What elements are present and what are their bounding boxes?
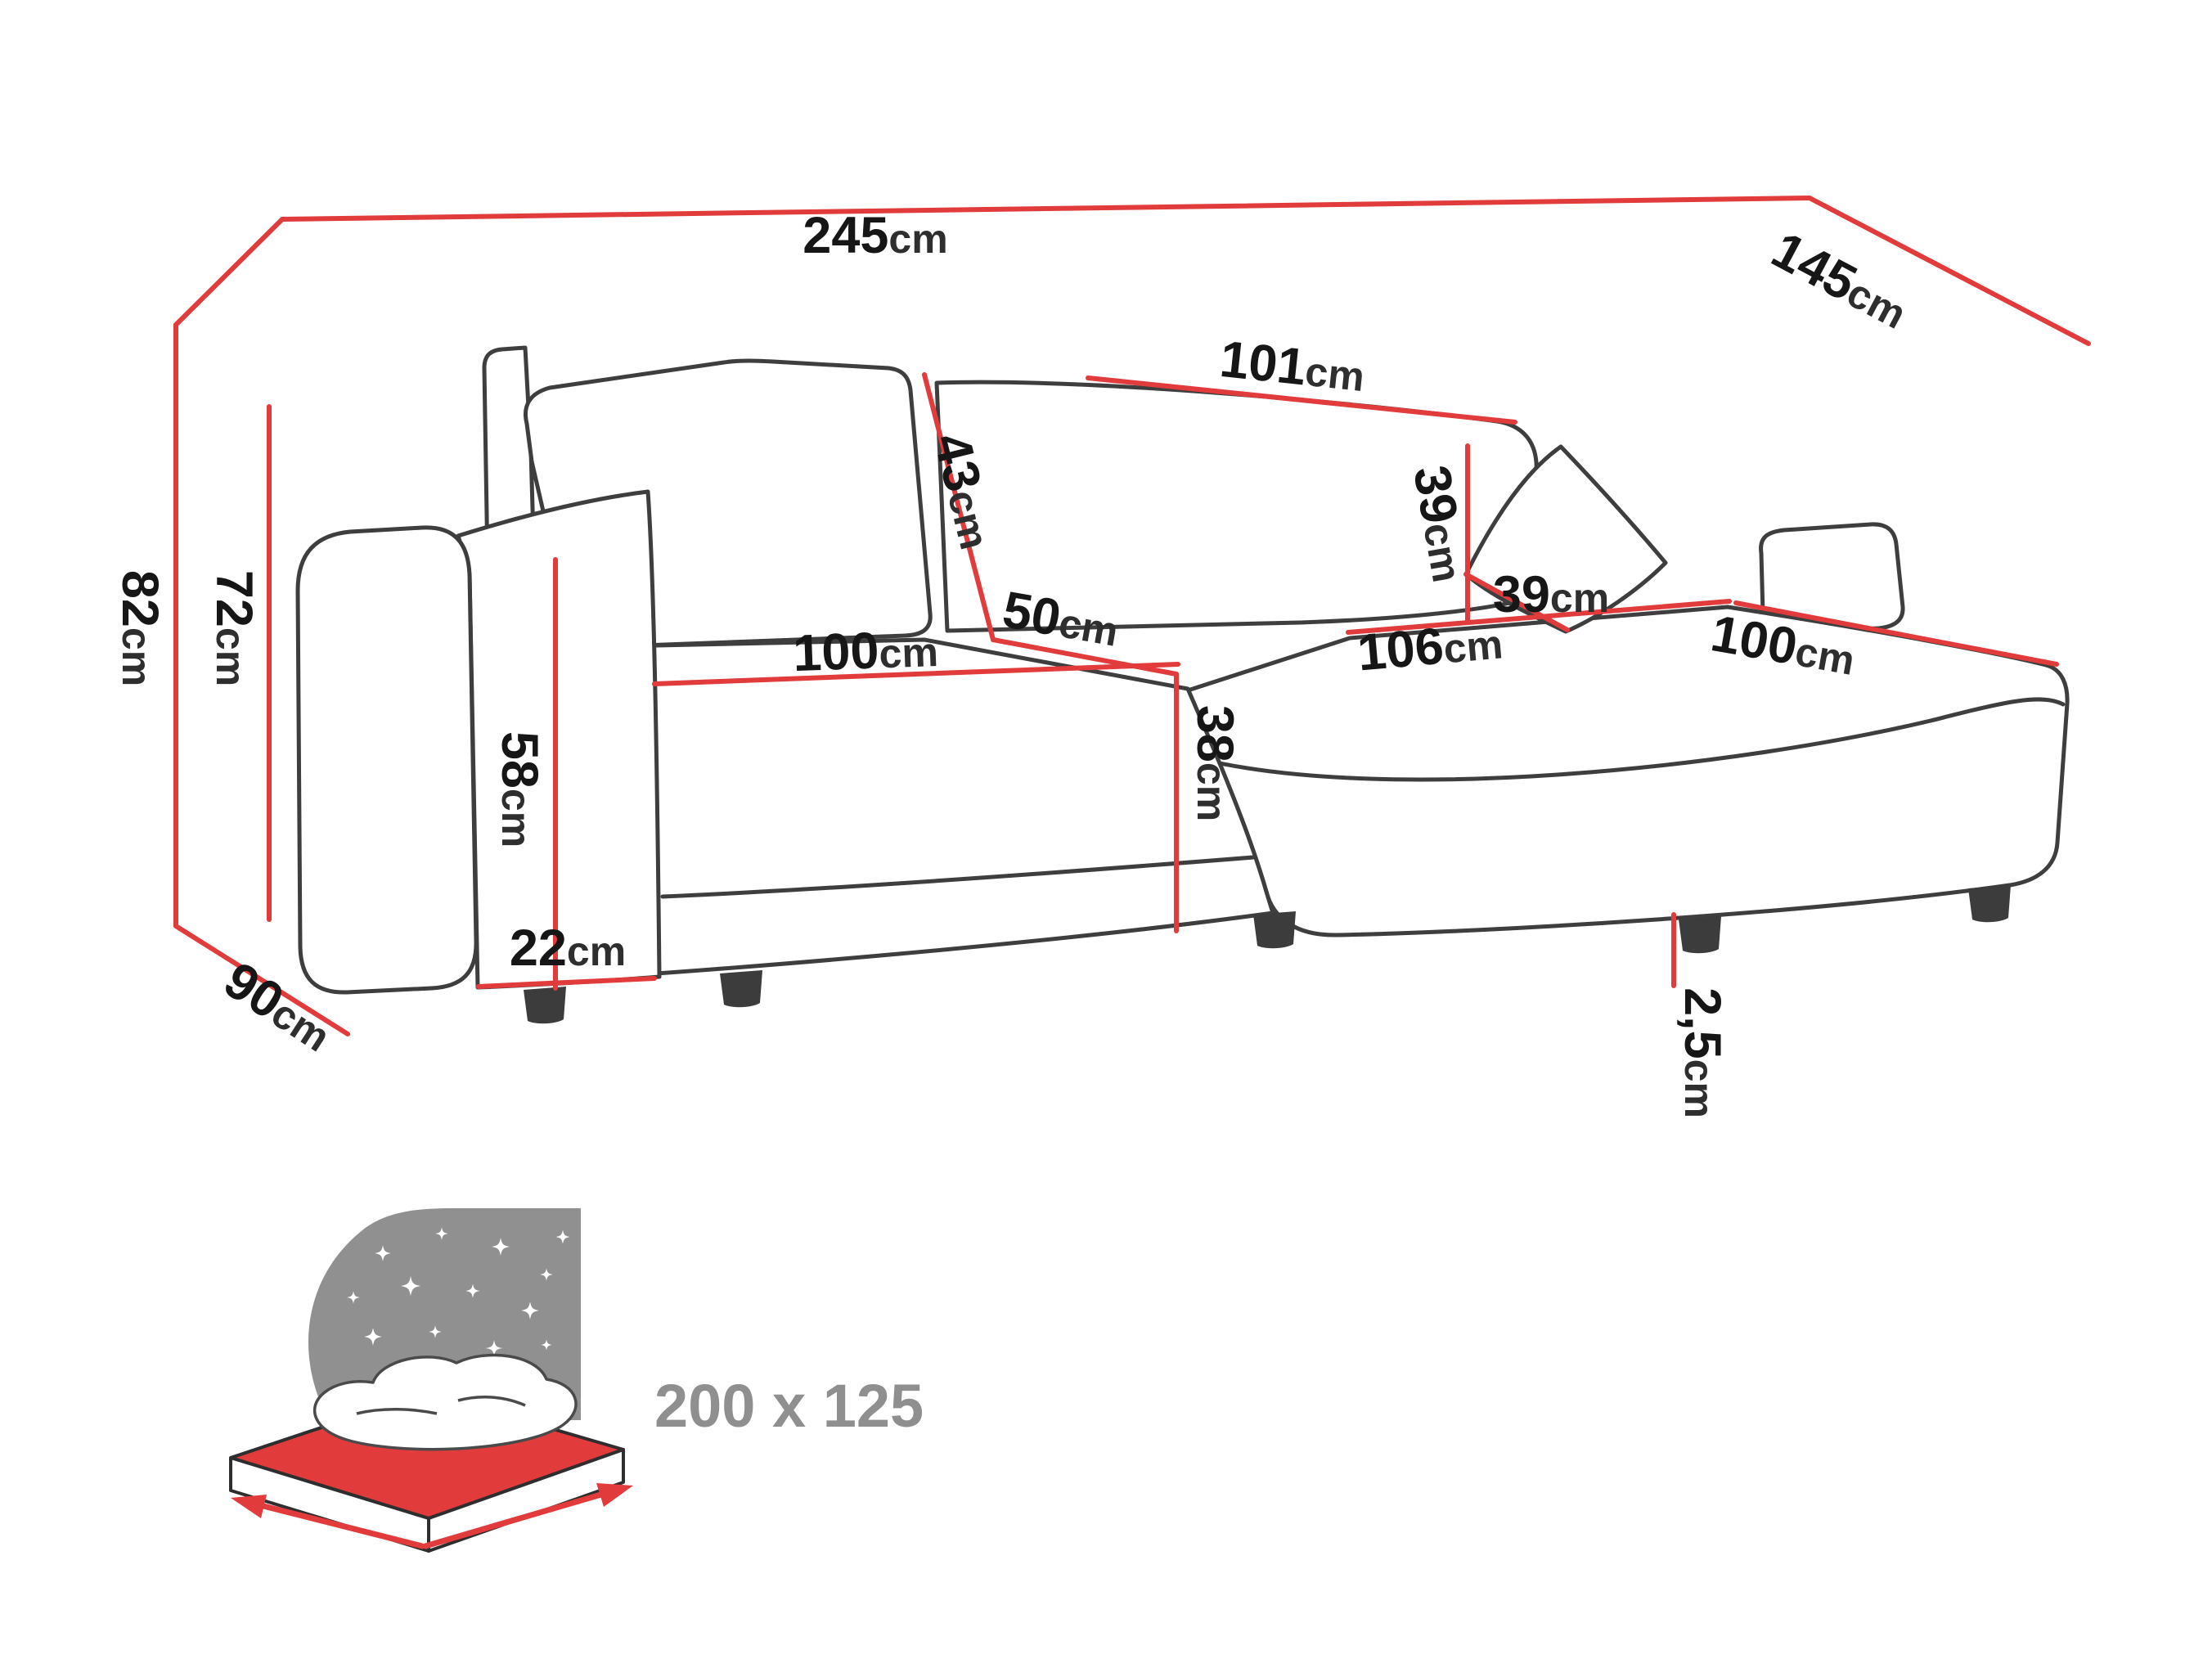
dim-label-height-backrest: 72cm — [205, 570, 263, 686]
sofa-legs — [524, 885, 2011, 1024]
sleeping-area-icon — [229, 1208, 633, 1553]
left-armrest — [295, 525, 479, 995]
sofa-leg — [720, 970, 762, 1008]
sofa-leg — [1253, 911, 1296, 949]
dim-line-width-seat-section — [991, 637, 1179, 677]
dim-line-width-backrest-section — [1086, 375, 1517, 425]
dim-line-depth-seat — [652, 662, 1180, 686]
arrow-length-head-icon — [596, 1483, 633, 1507]
dimension-lines — [173, 196, 2091, 1036]
bed-size-arrows — [231, 1483, 633, 1549]
accent-pillow — [1463, 444, 1668, 634]
dim-line-depth-side — [173, 924, 350, 1036]
sofa-leg — [524, 987, 566, 1024]
chaise-seat-edge-line — [1198, 697, 2066, 782]
dim-label-length-chaise: 106cm — [1356, 612, 1505, 681]
duvet-crease — [457, 1396, 526, 1407]
dim-label-depth-seat: 100cm — [792, 620, 939, 682]
dim-label-height-legs: 2,5cm — [1674, 987, 1731, 1118]
dim-line-width-armrest — [476, 976, 657, 989]
dim-label-width-armrest: 22cm — [510, 919, 626, 977]
dim-label-width-backrest-section: 101cm — [1217, 330, 1368, 402]
dim-label-pillow-height: 39cm — [1402, 461, 1479, 586]
dim-label-pillow-width: 39cm — [1493, 566, 1609, 623]
duvet-blob — [313, 1353, 578, 1451]
dim-line-pillow-width — [1463, 572, 1570, 632]
arrow-width-icon — [257, 1502, 425, 1549]
dim-line-height-back-cushion — [922, 372, 996, 642]
dim-label-width-total: 245cm — [803, 207, 947, 264]
sofa-leg — [1679, 916, 1721, 954]
dim-label-width-chaise: 100cm — [1706, 605, 1859, 686]
left-armrest-side-panel — [456, 489, 662, 990]
duvet — [313, 1353, 578, 1451]
seat-front-edge-line — [660, 855, 1256, 899]
dim-label-height-back-cushion: 43cm — [923, 428, 1006, 555]
dim-label-width-seat-section: 50cm — [999, 581, 1123, 658]
dim-label-height-total: 82cm — [111, 570, 169, 686]
dim-label-height-armrest-front: 58cm — [491, 731, 548, 847]
sleeping-size-label: 200 x 125 — [654, 1372, 924, 1440]
dim-label-depth-total: 145cm — [1763, 221, 1918, 339]
duvet-crease — [356, 1408, 438, 1415]
sofa-leg — [1968, 885, 2011, 923]
dim-line-width-total — [280, 196, 1812, 222]
mattress-front-right — [427, 1448, 625, 1553]
dim-line-depth-total — [1807, 196, 2091, 346]
dim-line-width-chaise — [1733, 600, 2059, 667]
dim-line-height-extension — [173, 217, 285, 327]
sofa-backrest-right — [934, 380, 1544, 633]
chaise-section — [1185, 605, 2070, 937]
arrow-width-head-icon — [231, 1495, 267, 1518]
arrow-length-icon — [422, 1490, 607, 1549]
dim-label-height-seat: 38cm — [1186, 705, 1243, 821]
